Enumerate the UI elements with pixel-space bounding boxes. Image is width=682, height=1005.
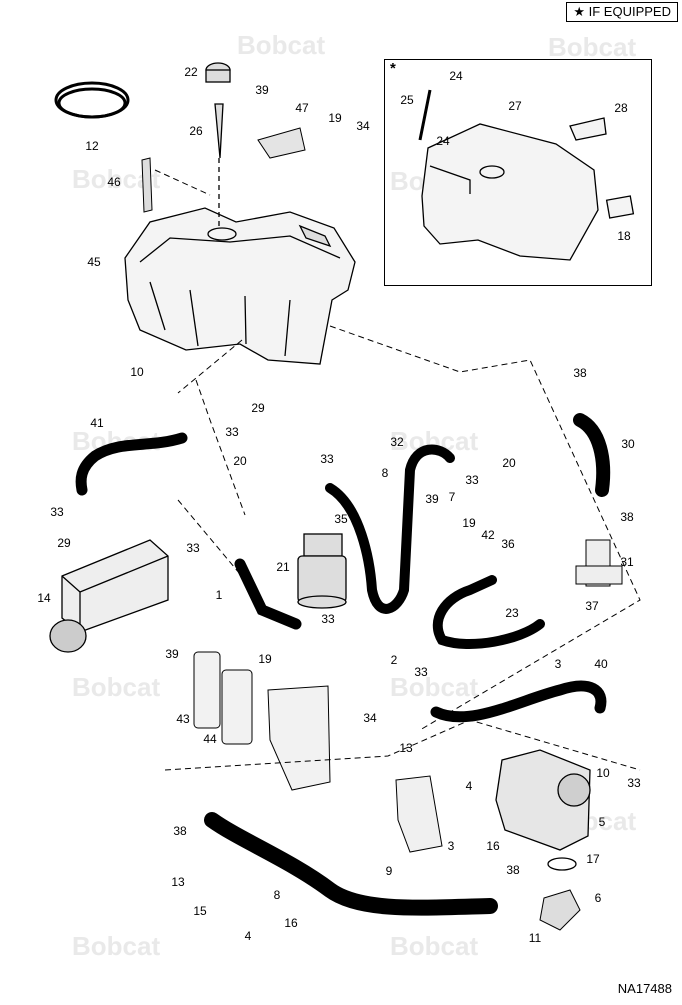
pump-bracket bbox=[395, 775, 443, 853]
callout-number: 17 bbox=[586, 852, 600, 866]
callout-number: 12 bbox=[85, 139, 99, 153]
callout-number: 33 bbox=[321, 612, 335, 626]
callout-number: 20 bbox=[233, 454, 247, 468]
fuel-filter bbox=[297, 533, 347, 609]
callout-number: 10 bbox=[130, 365, 144, 379]
valve-block bbox=[49, 539, 169, 653]
callout-number: 32 bbox=[390, 435, 404, 449]
callout-number: 38 bbox=[506, 863, 520, 877]
callout-number: 39 bbox=[165, 647, 179, 661]
callout-number: 41 bbox=[90, 416, 104, 430]
callout-number: 33 bbox=[50, 505, 64, 519]
callout-number: 33 bbox=[186, 541, 200, 555]
callout-number: 8 bbox=[382, 466, 389, 480]
callout-number: 8 bbox=[274, 888, 281, 902]
callout-number: 26 bbox=[189, 124, 203, 138]
callout-number: 45 bbox=[87, 255, 101, 269]
callout-number: 47 bbox=[295, 101, 309, 115]
callout-number: 33 bbox=[627, 776, 641, 790]
fuel-pump bbox=[495, 749, 591, 871]
callout-number: 25 bbox=[400, 93, 414, 107]
callout-number: 29 bbox=[251, 401, 265, 415]
optional-parts-inset bbox=[384, 59, 652, 286]
callout-number: 39 bbox=[425, 492, 439, 506]
inset-marker: * bbox=[390, 60, 396, 77]
watermark: Bobcat bbox=[237, 30, 325, 60]
callout-number: 18 bbox=[617, 229, 631, 243]
callout-number: 21 bbox=[276, 560, 290, 574]
callout-number: 35 bbox=[334, 512, 348, 526]
callout-number: 43 bbox=[176, 712, 190, 726]
coiled-hose bbox=[54, 81, 130, 119]
callout-number: 27 bbox=[508, 99, 522, 113]
callout-number: 4 bbox=[245, 929, 252, 943]
callout-number: 31 bbox=[620, 555, 634, 569]
if-equipped-legend: ★ IF EQUIPPED bbox=[566, 2, 678, 22]
callout-number: 24 bbox=[449, 69, 463, 83]
callout-number: 37 bbox=[585, 599, 599, 613]
callout-number: 30 bbox=[621, 437, 635, 451]
watermark: Bobcat bbox=[390, 931, 478, 961]
fuel-cap-sender bbox=[205, 62, 231, 228]
callout-number: 19 bbox=[462, 516, 476, 530]
callout-number: 34 bbox=[363, 711, 377, 725]
callout-number: 38 bbox=[173, 824, 187, 838]
callout-number: 10 bbox=[596, 766, 610, 780]
callout-number: 1 bbox=[216, 588, 223, 602]
callout-number: 4 bbox=[466, 779, 473, 793]
callout-number: 9 bbox=[386, 864, 393, 878]
callout-number: 36 bbox=[501, 537, 515, 551]
callout-number: 28 bbox=[614, 101, 628, 115]
callout-number: 38 bbox=[620, 510, 634, 524]
callout-number: 33 bbox=[225, 425, 239, 439]
callout-number: 13 bbox=[171, 875, 185, 889]
watermark: Bobcat bbox=[72, 931, 160, 961]
callout-number: 3 bbox=[448, 839, 455, 853]
figure-id: NA17488 bbox=[617, 981, 672, 996]
callout-number: 16 bbox=[284, 916, 298, 930]
callout-number: 33 bbox=[414, 665, 428, 679]
inset-tank bbox=[418, 89, 635, 261]
callout-number: 29 bbox=[57, 536, 71, 550]
elbow-fitting bbox=[539, 889, 581, 931]
callout-number: 5 bbox=[599, 815, 606, 829]
watermark: Bobcat bbox=[72, 672, 160, 702]
callout-number: 14 bbox=[37, 591, 51, 605]
callout-number: 39 bbox=[255, 83, 269, 97]
callout-number: 42 bbox=[481, 528, 495, 542]
callout-number: 46 bbox=[107, 175, 121, 189]
fuel-tank bbox=[124, 207, 356, 365]
callout-number: 11 bbox=[529, 931, 542, 945]
tank-strap bbox=[141, 157, 153, 213]
callout-number: 13 bbox=[399, 741, 413, 755]
callout-number: 16 bbox=[486, 839, 500, 853]
watermark: Bobcat bbox=[548, 32, 636, 62]
watermark: Bobcat bbox=[390, 672, 478, 702]
fuel-hoses bbox=[75, 413, 611, 916]
callout-number: 40 bbox=[594, 657, 608, 671]
callout-number: 2 bbox=[391, 653, 398, 667]
callout-number: 7 bbox=[449, 490, 456, 504]
callout-number: 24 bbox=[436, 134, 450, 148]
callout-number: 19 bbox=[258, 652, 272, 666]
dashed-leaders bbox=[154, 169, 641, 771]
cap-bracket bbox=[257, 127, 306, 159]
callout-number: 44 bbox=[203, 732, 217, 746]
callout-number: 15 bbox=[193, 904, 207, 918]
callout-number: 19 bbox=[328, 111, 342, 125]
hose-tee bbox=[575, 539, 623, 587]
callout-number: 33 bbox=[320, 452, 334, 466]
callout-number: 34 bbox=[356, 119, 370, 133]
callout-number: 33 bbox=[465, 473, 479, 487]
callout-number: 23 bbox=[505, 606, 519, 620]
callout-number: 3 bbox=[555, 657, 562, 671]
callout-number: 38 bbox=[573, 366, 587, 380]
callout-number: 20 bbox=[502, 456, 516, 470]
callout-number: 6 bbox=[595, 891, 602, 905]
mount-plates bbox=[193, 651, 331, 791]
callout-number: 22 bbox=[184, 65, 198, 79]
